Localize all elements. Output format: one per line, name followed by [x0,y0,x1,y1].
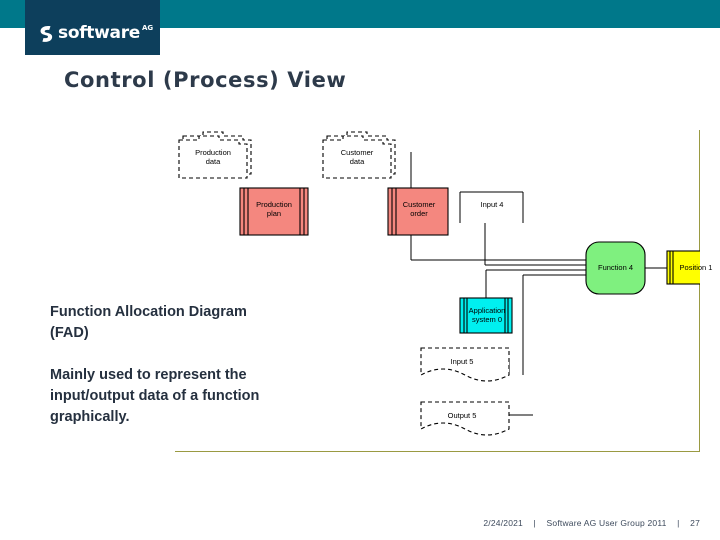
label-function-4: Function 4 [597,263,634,272]
fad-diagram: Production data Customer data Production… [175,130,712,452]
page-title: Control (Process) View [64,68,347,92]
fad-desc-line1: Mainly used to represent the [50,367,247,383]
node-output-5 [420,401,510,436]
diagram-canvas [178,131,700,436]
slide-footer: 2/24/2021 | Software AG User Group 2011 … [479,518,704,528]
footer-date: 2/24/2021 [483,518,523,528]
label-customer-order: Customer order [402,200,436,218]
footer-separator-1: | [533,518,536,528]
label-customer-data: Customer data [340,148,374,166]
logo-lockup: software AG [39,24,153,42]
label-input-5: Input 5 [450,357,474,366]
node-position-1 [666,250,700,285]
fad-heading-line2: (FAD) [50,325,89,341]
node-customer-data [322,131,396,179]
node-function-4 [585,241,646,295]
footer-page-number: 27 [690,518,700,528]
software-ag-logo: software AG [25,0,160,55]
node-production-data [178,131,252,179]
body-copy: Function Allocation Diagram (FAD) Mainly… [50,302,350,428]
label-position-1: Position 1 [679,263,713,272]
node-application-system [459,297,513,334]
footer-event: Software AG User Group 2011 [546,518,667,528]
software-ag-mark-icon [39,25,53,43]
logo-ag-suffix: AG [142,24,154,32]
fad-desc-line2: input/output data of a function [50,388,260,404]
label-application-system: Application system 0 [468,306,506,324]
label-output-5: Output 5 [447,411,477,420]
node-customer-order [387,187,449,236]
label-production-plan: Production plan [256,200,292,218]
fad-desc-line3: graphically. [50,409,130,425]
fad-heading-line1: Function Allocation Diagram [50,304,247,320]
diagram-frame [175,130,700,452]
footer-separator-2: | [677,518,680,528]
label-input-4: Input 4 [480,200,504,209]
node-production-plan [239,187,309,236]
node-input-5 [420,347,510,382]
label-production-data: Production data [195,148,231,166]
logo-wordmark: software [58,23,141,43]
